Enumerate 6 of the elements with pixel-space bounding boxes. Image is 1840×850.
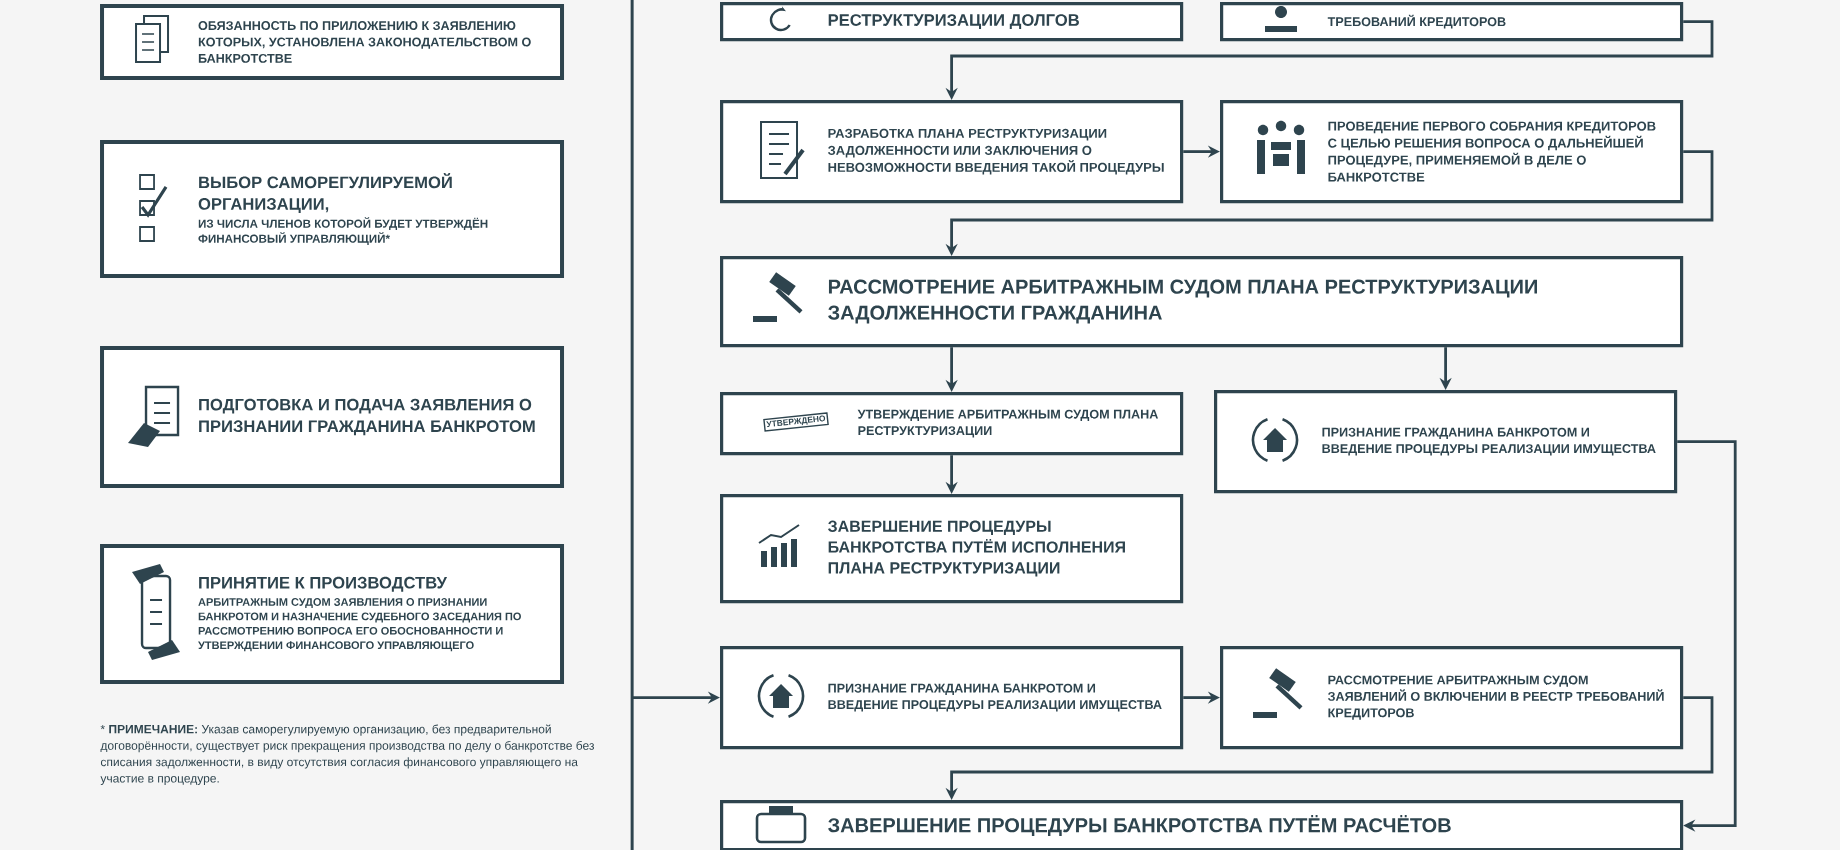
process-box: РАССМОТРЕНИЕ АРБИТРАЖНЫМ СУДОМ ПЛАНА РЕСТРУКТУРИЗАЦИИ ЗАДОЛЖЕННОСТИ ГРАЖДАНИНА — [720, 256, 1684, 348]
process-box: ЗАВЕРШЕНИЕ ПРОЦЕДУРЫ БАНКРОТСТВА ПУТЁМ ИСПОЛНЕНИЯ ПЛАНА РЕСТРУКТУРИЗАЦИИ — [720, 494, 1184, 604]
process-box: ПОДГОТОВКА И ПОДАЧА ЗАЯВЛЕНИЯ О ПРИЗНАНИИ ГРАЖДАНИНА БАНКРОТОМ — [100, 346, 564, 488]
process-box: РЕСТРУКТУРИЗАЦИИ ДОЛГОВ — [720, 2, 1184, 42]
arrow — [1677, 440, 1737, 832]
process-box: ЗАВЕРШЕНИЕ ПРОЦЕДУРЫ БАНКРОТСТВА ПУТЁМ РАСЧЁТОВ — [720, 800, 1684, 850]
